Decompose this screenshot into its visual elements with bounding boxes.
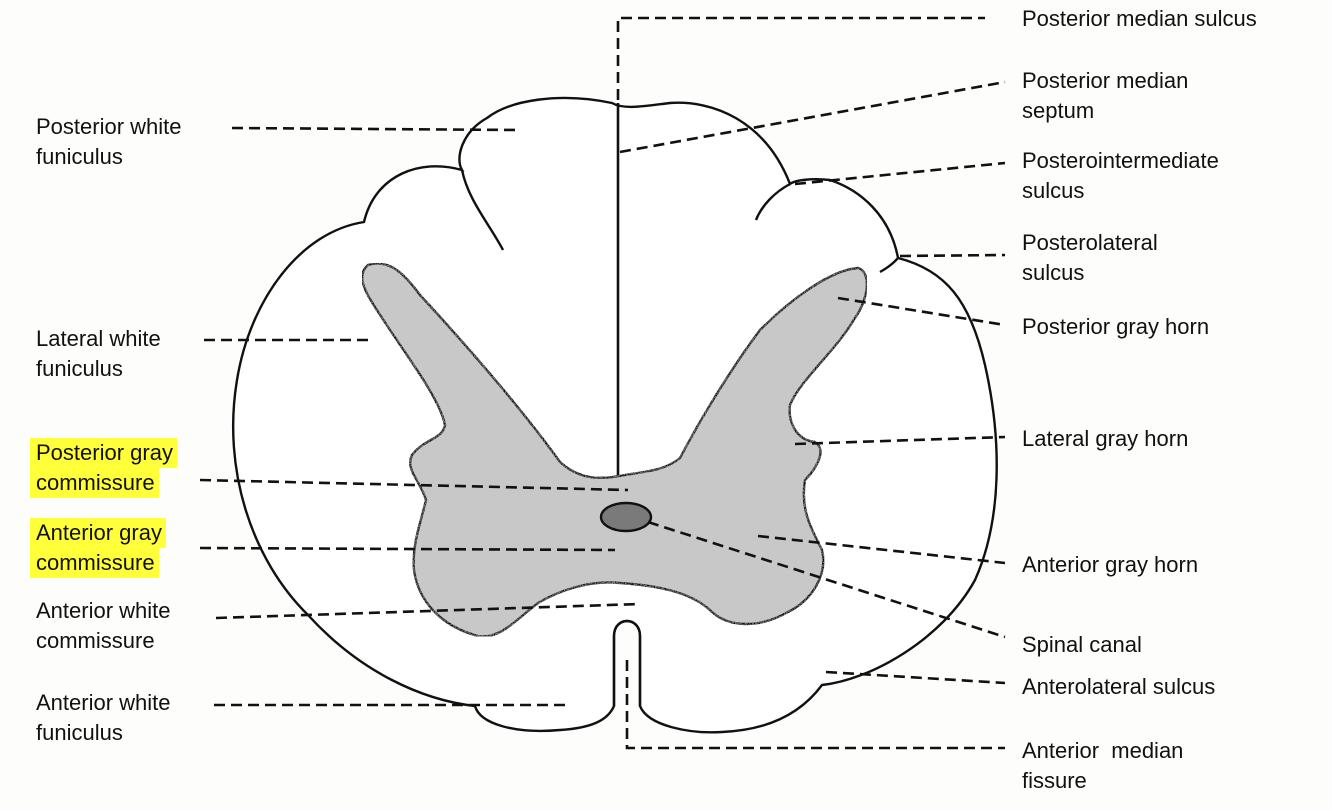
label-posterointermediate-sulcus: Posterointermediate sulcus <box>1022 148 1219 203</box>
label-anterior-gray-commissure: Anterior gray commissure <box>30 518 166 578</box>
posterolateral-sulcus-notch <box>879 257 899 274</box>
leader-posterior-gray-commissure <box>199 478 629 492</box>
leader-posterior-median-sulcus <box>616 16 985 100</box>
label-spinal-canal: Spinal canal <box>1022 632 1142 657</box>
label-anterior-white-funiculus: Anterior white funiculus <box>36 690 171 745</box>
leader-lines <box>199 16 1006 750</box>
label-anterior-median-fissure: Anterior median fissure <box>1022 738 1184 793</box>
right-posterointermediate-fold <box>754 182 791 221</box>
label-posterior-gray-horn: Posterior gray horn <box>1022 314 1210 339</box>
label-posterolateral-sulcus: Posterolateral sulcus <box>1022 230 1158 285</box>
label-posterior-median-sulcus: Posterior median sulcus <box>1022 6 1257 31</box>
anterior-median-fissure-shape <box>612 619 642 706</box>
label-anterolateral-sulcus: Anterolateral sulcus <box>1022 674 1216 699</box>
label-posterior-median-septum: Posterior median septum <box>1022 68 1189 123</box>
gray-matter <box>361 262 868 638</box>
label-anterior-white-commissure: Anterior white commissure <box>36 598 171 653</box>
label-anterior-gray-horn: Anterior gray horn <box>1022 552 1199 577</box>
leader-anterior-median-fissure <box>625 660 1005 750</box>
spinal-canal-shape <box>599 501 653 533</box>
leader-anterior-gray-horn <box>757 534 1006 565</box>
leader-lateral-gray-horn <box>794 435 1006 446</box>
label-posterior-gray-commissure: Posterior gray commissure <box>30 438 177 498</box>
leader-anterolateral-sulcus <box>825 670 1006 685</box>
label-posterior-white-funiculus: Posterior white funiculus <box>36 114 182 169</box>
left-posterior-fold <box>460 169 505 251</box>
leader-posterior-gray-horn <box>837 296 1006 327</box>
label-lateral-gray-horn: Lateral gray horn <box>1022 426 1189 451</box>
leader-posterolateral-sulcus <box>899 253 1006 258</box>
leader-anterior-gray-commissure <box>199 546 616 552</box>
label-lateral-white-funiculus: Lateral white funiculus <box>36 326 161 381</box>
leader-posterior-white-funiculus <box>231 126 519 132</box>
leader-posterointermediate-sulcus <box>794 161 1006 186</box>
leader-posterior-median-septum <box>619 80 1006 154</box>
leader-anterior-white-commissure <box>215 602 641 620</box>
leader-spinal-canal <box>647 520 1006 639</box>
